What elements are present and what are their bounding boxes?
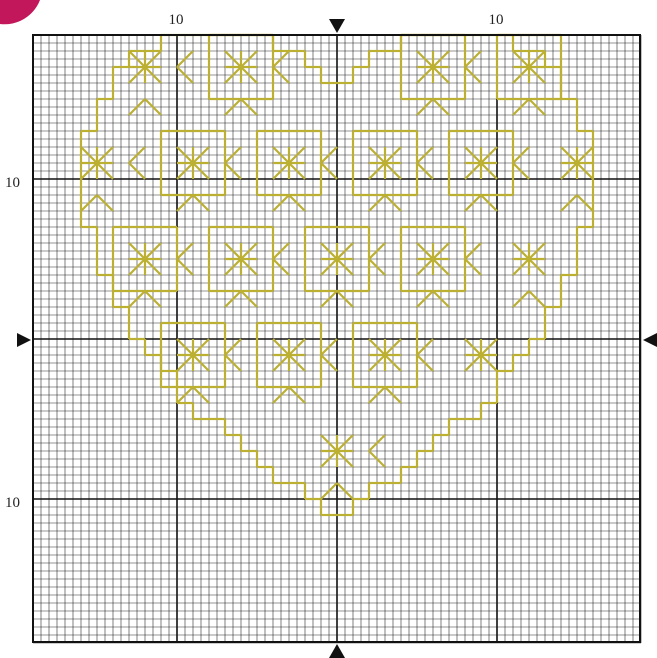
triangle-left-icon <box>643 333 657 347</box>
top-left-label: 10 <box>169 12 184 28</box>
top-right-label: 10 <box>489 12 504 28</box>
triangle-up-icon <box>329 644 345 658</box>
corner-badge-icon <box>0 0 40 24</box>
triangle-down-icon <box>329 19 345 33</box>
left-upper-label: 10 <box>5 175 20 191</box>
triangle-right-icon <box>17 333 31 347</box>
left-lower-label: 10 <box>5 495 20 511</box>
